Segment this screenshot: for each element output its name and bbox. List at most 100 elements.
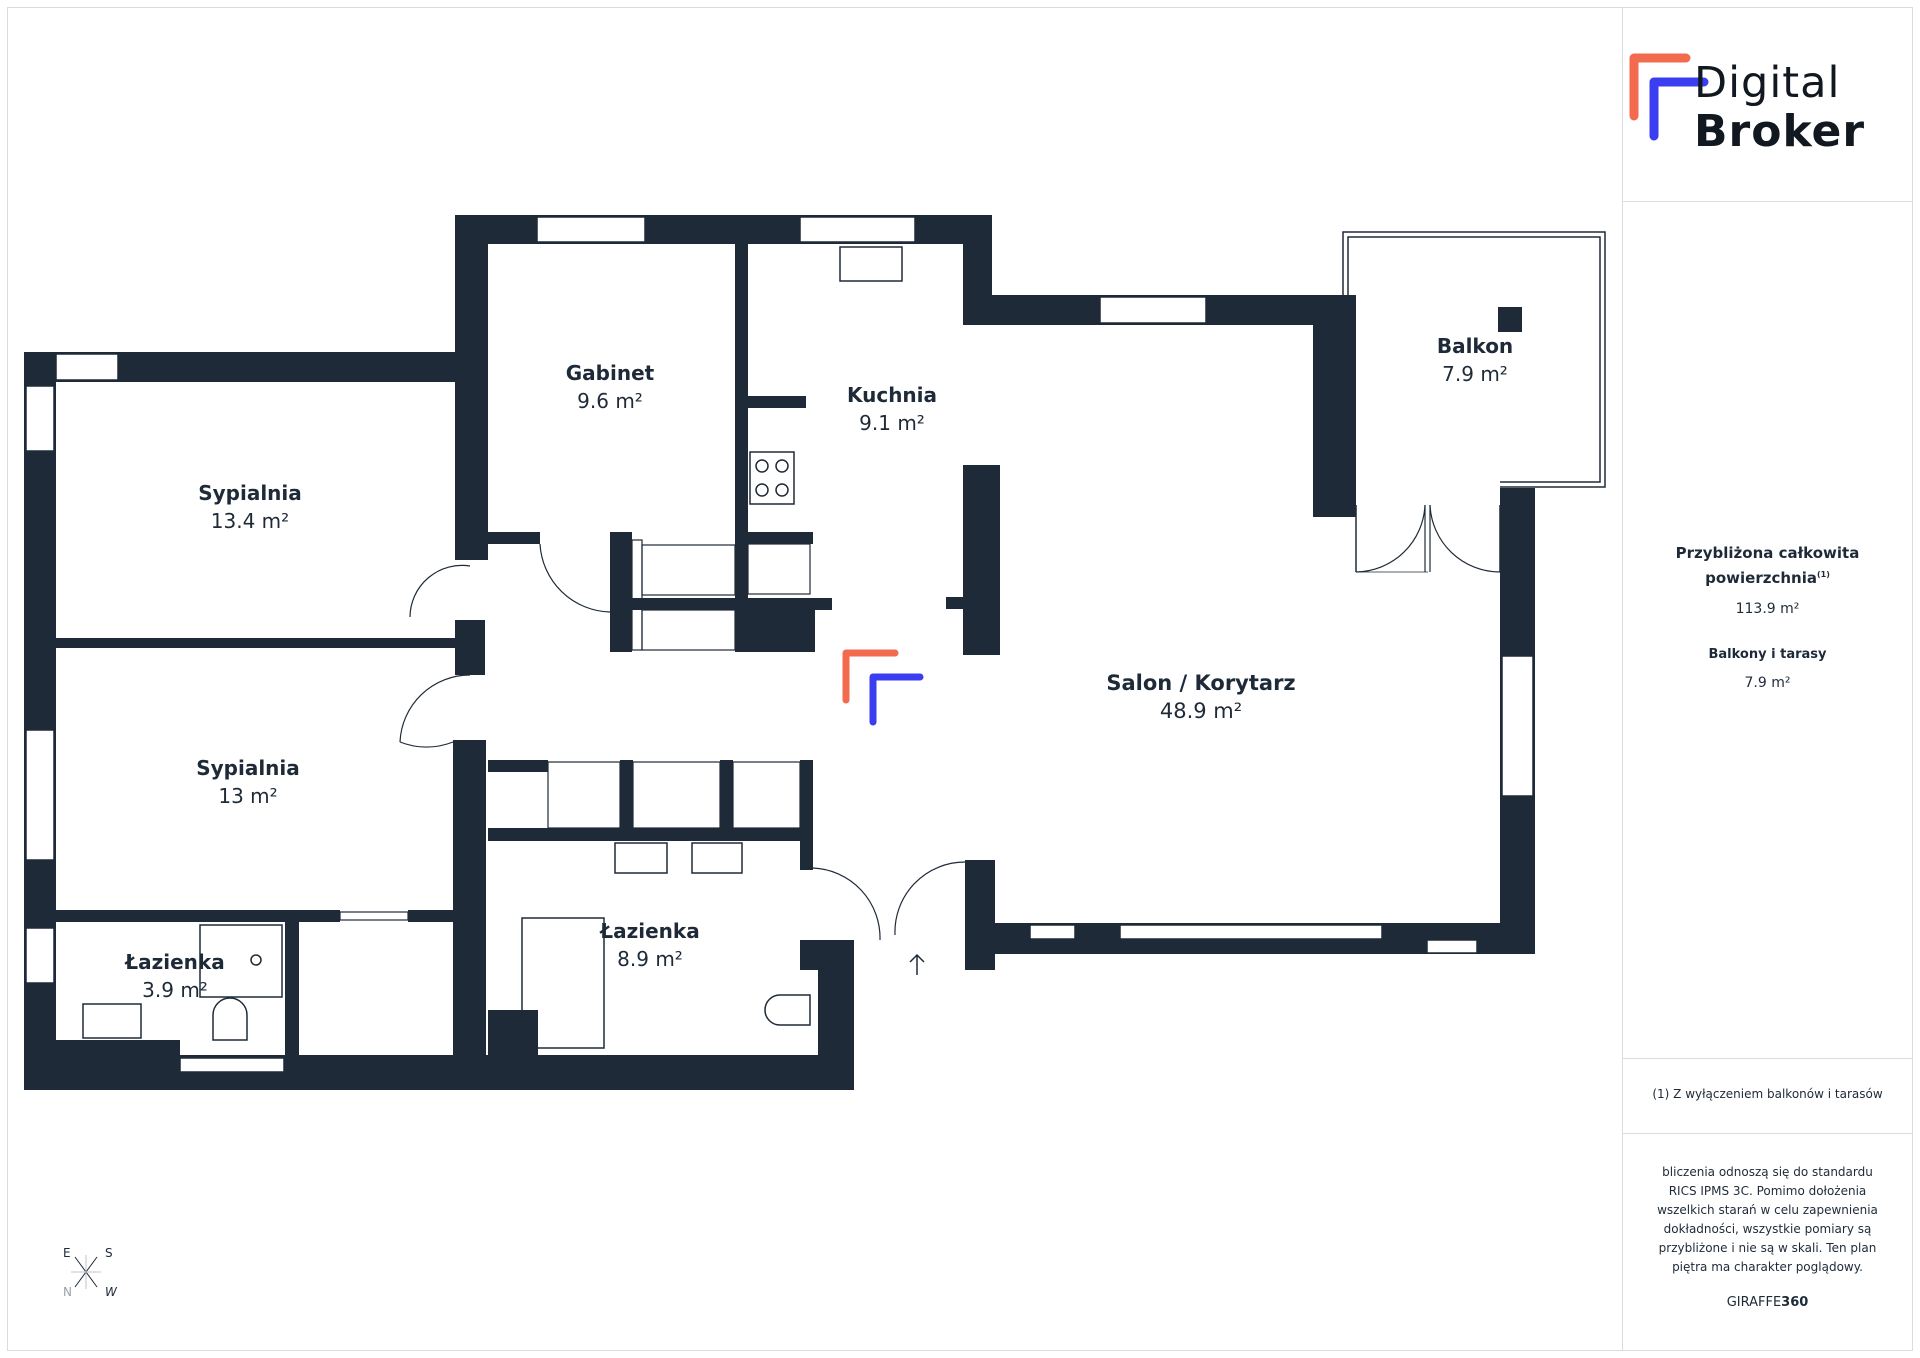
burner-icon: [755, 483, 769, 497]
compass-w: W: [105, 1285, 117, 1299]
compass-icon: E S N W: [55, 1243, 125, 1303]
wall: [735, 244, 748, 599]
window: [799, 216, 916, 243]
window: [25, 385, 55, 452]
info-panel: [1622, 7, 1913, 1351]
digital-broker-logo: [1629, 53, 1709, 141]
sink: [614, 842, 668, 874]
disclaimer-line: RICS IPMS 3C. Pomimo dołożenia: [1668, 1184, 1867, 1198]
windows: [25, 216, 1534, 1073]
window: [179, 1057, 285, 1073]
wall: [50, 910, 340, 922]
wall: [748, 532, 813, 544]
wall: [488, 532, 540, 544]
burner-icon: [755, 459, 769, 473]
wall: [285, 915, 299, 1060]
drain-icon: [250, 954, 262, 966]
door-arc: [399, 741, 454, 748]
window: [536, 216, 646, 243]
panel-divider: [1622, 1133, 1913, 1134]
footnote-text: (1) Z wyłączeniem balkonów i tarasów: [1652, 1087, 1883, 1101]
room-name-sypialnia-1: Sypialnia: [198, 481, 302, 505]
pillar: [1498, 307, 1522, 332]
cabinet: [641, 609, 736, 651]
window: [25, 927, 55, 984]
credit-suffix: 360: [1781, 1295, 1809, 1310]
toilet: [212, 997, 248, 1041]
wall: [455, 215, 488, 560]
disclaimer-line: wszelkich starań w celu zapewnienia: [1657, 1203, 1878, 1217]
logo-word-digital: Digital: [1694, 58, 1841, 108]
room-name-sypialnia-2: Sypialnia: [196, 756, 300, 780]
cabinet: [631, 539, 643, 651]
sink: [82, 1003, 142, 1039]
wall: [24, 1055, 854, 1090]
wall: [946, 597, 976, 609]
wall: [800, 760, 813, 870]
window: [1029, 924, 1076, 940]
wall: [610, 532, 632, 652]
wall: [965, 860, 995, 970]
cabinet: [641, 544, 736, 596]
room-name-kuchnia: Kuchnia: [847, 383, 937, 407]
balcony-label: Balkony i tarasy: [1708, 647, 1827, 662]
disclaimer-line: przybliżone i nie są w skali. Ten plan: [1658, 1241, 1877, 1255]
room-name-gabinet: Gabinet: [566, 361, 655, 385]
room-name-lazienka-1: Łazienka: [124, 950, 224, 974]
wall: [453, 740, 486, 1060]
compass-e: E: [63, 1246, 71, 1260]
door-arc: [409, 564, 471, 618]
door-arc: [399, 674, 471, 743]
compass-s: S: [105, 1246, 113, 1260]
cabinet: [547, 761, 621, 829]
window: [1426, 939, 1478, 954]
room-name-lazienka-2: Łazienka: [599, 919, 699, 943]
wall: [50, 638, 460, 648]
wall: [1313, 295, 1356, 517]
logo-word-broker: Broker: [1694, 106, 1866, 157]
window: [25, 729, 55, 861]
door-arc: [812, 867, 881, 941]
cabinet: [732, 761, 801, 829]
burner-icon: [775, 483, 789, 497]
wall: [748, 396, 806, 408]
compass-n: N: [63, 1285, 72, 1299]
cabinet: [632, 761, 721, 829]
room-area-kuchnia: 9.1 m²: [859, 411, 925, 435]
bathtub: [521, 917, 605, 1049]
wall: [488, 828, 813, 841]
room-area-lazienka-1: 3.9 m²: [142, 978, 208, 1002]
cabinet: [339, 911, 409, 921]
total-area-label: Przybliżona całkowita powierzchnia(1): [1622, 543, 1913, 589]
room-area-balkon: 7.9 m²: [1442, 362, 1508, 386]
cabinet: [747, 543, 811, 595]
giraffe360-credit: GIRAFFE360: [1622, 1295, 1913, 1310]
room-area-sypialnia-2: 13 m²: [218, 784, 277, 808]
wall: [50, 1040, 180, 1060]
doors: [399, 504, 1501, 941]
cabinet: [55, 911, 177, 921]
wall: [408, 910, 458, 922]
kitchen-sink: [839, 246, 903, 282]
total-area-label-line1: Przybliżona całkowita: [1675, 544, 1860, 562]
floor-plan: Gabinet 9.6 m² Kuchnia 9.1 m² Balkon 7.9…: [24, 215, 1606, 1090]
cooktop: [749, 451, 795, 505]
credit-prefix: GIRAFFE: [1726, 1295, 1782, 1310]
room-name-salon: Salon / Korytarz: [1106, 671, 1295, 695]
cabinets: [55, 539, 811, 921]
disclaimer: bliczenia odnoszą się do standardu RICS …: [1622, 1163, 1913, 1277]
door-arc: [894, 861, 966, 936]
page-frame: [7, 7, 1913, 1351]
center-logo-mark: [842, 649, 924, 726]
burner-icon: [775, 459, 789, 473]
total-area-value: 113.9 m²: [1735, 601, 1800, 617]
wall: [735, 598, 815, 652]
entrance-arrow-icon: [909, 953, 925, 975]
panel-divider: [1622, 201, 1913, 202]
door-arc: [1355, 504, 1426, 573]
disclaimer-line: bliczenia odnoszą się do standardu: [1662, 1165, 1873, 1179]
room-area-gabinet: 9.6 m²: [577, 389, 643, 413]
panel-divider: [1622, 1058, 1913, 1059]
wall: [963, 465, 1000, 655]
balcony-value: 7.9 m²: [1744, 675, 1791, 691]
